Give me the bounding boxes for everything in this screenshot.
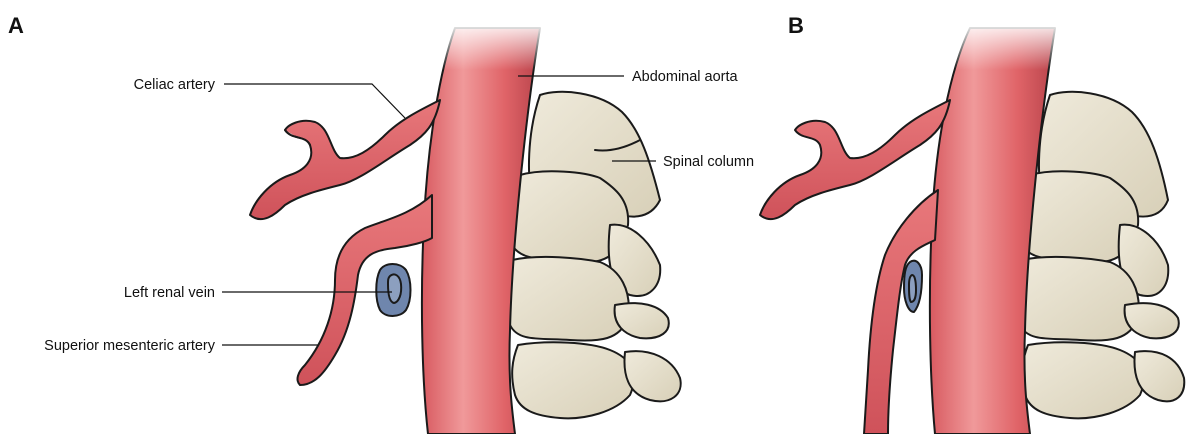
spinal-column-a bbox=[507, 92, 681, 418]
leader-celiac-artery bbox=[224, 84, 405, 118]
spinal-column-b bbox=[1017, 92, 1184, 418]
superior-mesenteric-artery-a bbox=[298, 195, 432, 385]
label-abdominal-aorta: Abdominal aorta bbox=[632, 69, 739, 85]
label-left-renal-vein: Left renal vein bbox=[124, 285, 215, 301]
label-spinal-column: Spinal column bbox=[663, 154, 754, 170]
panel-a-letter: A bbox=[8, 13, 24, 38]
left-renal-vein-a bbox=[376, 264, 410, 316]
celiac-artery-a bbox=[250, 100, 440, 219]
panel-b-letter: B bbox=[788, 13, 804, 38]
superior-mesenteric-artery-b bbox=[864, 190, 938, 434]
label-superior-mesenteric-artery: Superior mesenteric artery bbox=[44, 338, 216, 354]
left-renal-vein-b bbox=[904, 261, 922, 312]
panel-b: B bbox=[760, 13, 1184, 434]
panel-a: A bbox=[8, 13, 754, 434]
celiac-artery-b bbox=[760, 100, 950, 219]
label-celiac-artery: Celiac artery bbox=[134, 77, 216, 93]
